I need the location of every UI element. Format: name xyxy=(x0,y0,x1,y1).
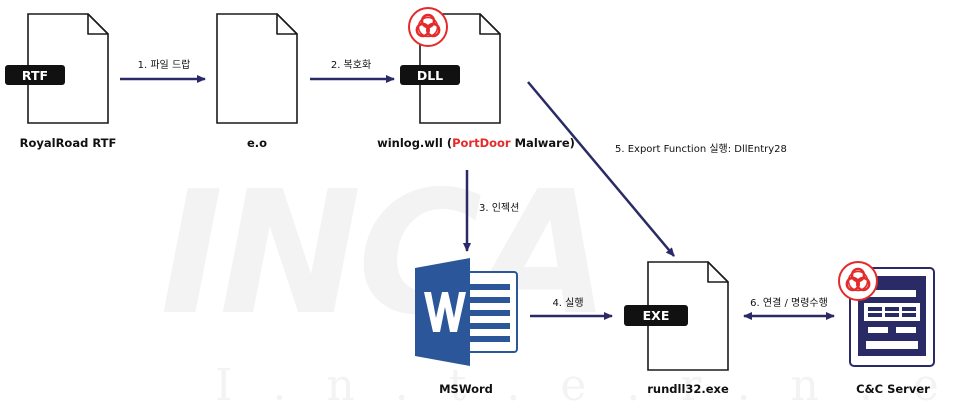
node-label: C&C Server xyxy=(856,382,930,396)
watermark-tagline: I.n.t.e.r.n.e.t xyxy=(215,360,953,407)
node-label: rundll32.exe xyxy=(647,382,729,396)
edge-5-export-function: 5. Export Function 실행: DllEntry28 xyxy=(527,81,787,257)
label-prefix: winlog.wll ( xyxy=(377,136,452,150)
type-badge xyxy=(624,305,688,326)
edge-3-injection: 3. 인젝션 xyxy=(463,170,519,252)
file-icon xyxy=(27,13,109,124)
word-icon xyxy=(415,258,518,366)
edge-label: 2. 복호화 xyxy=(331,59,371,71)
badge-label: EXE xyxy=(643,308,670,323)
type-badge xyxy=(5,65,65,85)
node-label: RoyalRoad RTF xyxy=(20,136,117,150)
biohazard-icon xyxy=(838,261,878,301)
type-badge xyxy=(400,65,460,85)
badge-label: DLL xyxy=(417,68,443,83)
edge-label: 6. 연결 / 명령수행 xyxy=(750,297,828,309)
edge-label: 4. 실행 xyxy=(552,297,583,309)
node-label: e.o xyxy=(247,136,267,150)
badge-label: RTF xyxy=(22,68,48,83)
node-label: winlog.wll (PortDoor Malware) xyxy=(377,136,575,150)
edge-1-file-drop: 1. 파일 드랍 xyxy=(120,58,206,83)
node-label: MSWord xyxy=(439,382,493,396)
node-msword: MSWord xyxy=(415,258,518,396)
node-rundll: EXE rundll32.exe xyxy=(624,261,729,396)
node-dll: DLL winlog.wll (PortDoor Malware) xyxy=(377,7,575,150)
watermark: INCA I.n.t.e.r.n.e.t xyxy=(160,155,953,407)
edge-label: 3. 인젝션 xyxy=(479,202,519,214)
node-cc-server: C&C Server xyxy=(838,261,935,396)
edge-label: 1. 파일 드랍 xyxy=(138,58,191,71)
label-suffix: Malware) xyxy=(511,136,575,150)
edge-6-connect-command: 6. 연결 / 명령수행 xyxy=(743,297,835,320)
node-eo: e.o xyxy=(216,13,298,150)
watermark-logo: INCA xyxy=(160,155,606,353)
biohazard-icon xyxy=(408,7,448,47)
edge-label: 5. Export Function 실행: DllEntry28 xyxy=(615,143,787,155)
file-icon xyxy=(216,13,298,124)
node-rtf: RTF RoyalRoad RTF xyxy=(5,13,117,150)
edge-2-decrypt: 2. 복호화 xyxy=(310,59,395,83)
label-malware-name: PortDoor xyxy=(452,136,511,150)
edge-4-execute: 4. 실행 xyxy=(530,297,613,320)
